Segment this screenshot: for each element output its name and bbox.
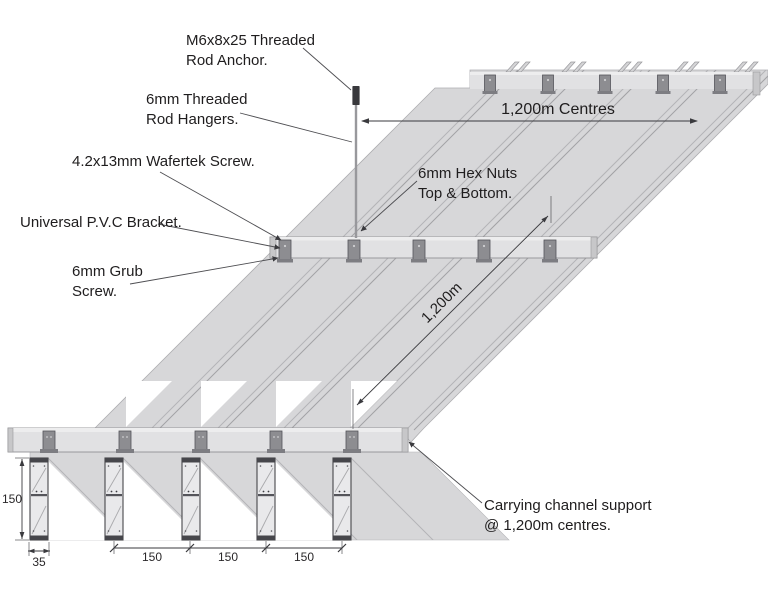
upper-channel-end-cap xyxy=(752,71,761,96)
batten-section xyxy=(104,457,124,541)
rod-anchor xyxy=(352,86,360,105)
label-rod-anchor-line1: M6x8x25 Threaded xyxy=(186,32,315,49)
lower-carrying-channel xyxy=(7,427,409,453)
leader-hex-nuts xyxy=(360,180,418,232)
leader-grub-screw xyxy=(129,256,279,285)
upper-channel-brackets xyxy=(482,74,728,94)
middle-channel-brackets xyxy=(277,239,558,263)
label-carrying-channel-line2: @ 1,200m centres. xyxy=(484,517,611,534)
dim-spacing-label-3: 150 xyxy=(294,550,314,564)
label-wafertek: 4.2x13mm Wafertek Screw. xyxy=(72,153,255,170)
batten-gaps-above xyxy=(126,381,397,427)
lower-channel-left-cap xyxy=(7,427,14,453)
dimension-batten-spacing: 150 150 150 xyxy=(109,541,347,564)
label-pvc-bracket: Universal P.V.C Bracket. xyxy=(20,214,182,231)
dim-batten-width-label: 35 xyxy=(32,555,46,569)
label-rod-hangers-line1: 6mm Threaded xyxy=(146,91,247,108)
upper-channel-bar xyxy=(470,72,757,89)
leader-pvc-bracket xyxy=(157,223,281,250)
batten-section xyxy=(256,457,276,541)
middle-channel-right-cap xyxy=(590,236,598,259)
leader-rod-hangers xyxy=(239,112,353,143)
middle-carrying-channel xyxy=(269,236,598,263)
dim-top-centres-label: 1,200m Centres xyxy=(501,101,615,118)
leader-carrying-channel xyxy=(408,441,483,504)
label-rod-hangers-line2: Rod Hangers. xyxy=(146,111,239,128)
dim-spacing-label-1: 150 xyxy=(142,550,162,564)
leader-wafertek xyxy=(159,171,282,241)
lower-channel-brackets xyxy=(40,430,361,453)
batten-section xyxy=(29,457,49,541)
batten-cross-sections xyxy=(29,457,352,541)
lower-channel-right-cap xyxy=(401,427,409,453)
callout-labels: M6x8x25 Threaded Rod Anchor. 6mm Threade… xyxy=(20,32,652,534)
upper-carrying-channel xyxy=(470,71,761,96)
label-hex-nuts-line1: 6mm Hex Nuts xyxy=(418,165,517,182)
dimension-batten-depth: 150 xyxy=(2,457,29,541)
threaded-rod-assembly xyxy=(352,86,360,238)
batten-section xyxy=(181,457,201,541)
batten-section xyxy=(332,457,352,541)
dim-batten-depth-label: 150 xyxy=(2,492,22,506)
middle-channel-left-cap xyxy=(269,236,277,259)
leader-lines xyxy=(129,47,483,504)
label-grub-screw-line1: 6mm Grub xyxy=(72,263,143,280)
label-grub-screw-line2: Screw. xyxy=(72,283,117,300)
batten-gaps-below xyxy=(48,461,333,540)
dim-spacing-label-2: 150 xyxy=(218,550,238,564)
batten-field xyxy=(29,69,768,541)
leader-rod-anchor xyxy=(302,47,352,91)
label-rod-anchor-line2: Rod Anchor. xyxy=(186,52,268,69)
dimension-top-centres: 1,200m Centres xyxy=(361,101,698,124)
dimension-batten-width: 35 xyxy=(28,542,50,569)
label-hex-nuts-line2: Top & Bottom. xyxy=(418,185,512,202)
label-carrying-channel-line1: Carrying channel support xyxy=(484,497,652,514)
